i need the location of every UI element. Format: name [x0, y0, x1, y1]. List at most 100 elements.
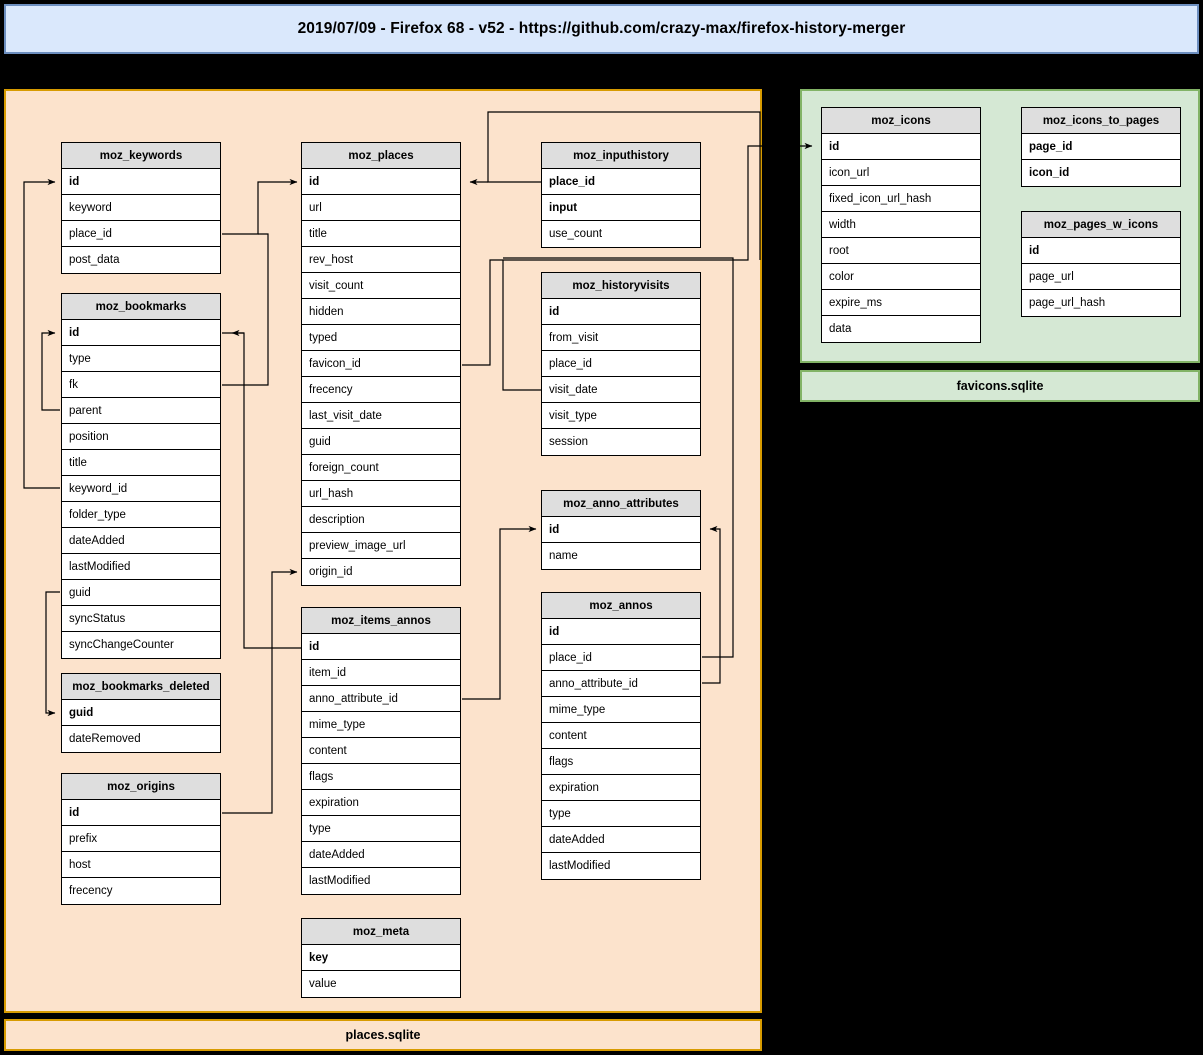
column-origin_id: origin_id	[302, 559, 460, 585]
column-color: color	[822, 264, 980, 290]
column-name: name	[542, 543, 700, 569]
column-visit_count: visit_count	[302, 273, 460, 299]
column-position: position	[62, 424, 220, 450]
column-input: input	[542, 195, 700, 221]
column-lastModified: lastModified	[542, 853, 700, 879]
table-moz_icons_to_pages[interactable]: moz_icons_to_pages page_id icon_id	[1021, 107, 1181, 187]
column-guid: guid	[302, 429, 460, 455]
page-title: 2019/07/09 - Firefox 68 - v52 - https://…	[297, 20, 906, 37]
column-place_id: place_id	[542, 351, 700, 377]
column-anno_attribute_id: anno_attribute_id	[542, 671, 700, 697]
table-moz_anno_attributes[interactable]: moz_anno_attributes id name	[541, 490, 701, 570]
column-type: type	[542, 801, 700, 827]
column-hidden: hidden	[302, 299, 460, 325]
table-moz_bookmarks_deleted[interactable]: moz_bookmarks_deleted guid dateRemoved	[61, 673, 221, 753]
column-typed: typed	[302, 325, 460, 351]
table-header: moz_pages_w_icons	[1022, 212, 1180, 238]
table-moz_meta[interactable]: moz_meta key value	[301, 918, 461, 998]
column-mime_type: mime_type	[302, 712, 460, 738]
table-moz_places[interactable]: moz_places id url title rev_host visit_c…	[301, 142, 461, 586]
table-moz_inputhistory[interactable]: moz_inputhistory place_id input use_coun…	[541, 142, 701, 248]
group-label-text: favicons.sqlite	[956, 379, 1044, 393]
column-flags: flags	[302, 764, 460, 790]
column-type: type	[62, 346, 220, 372]
column-item_id: item_id	[302, 660, 460, 686]
column-key: key	[302, 945, 460, 971]
table-header: moz_historyvisits	[542, 273, 700, 299]
column-frecency: frecency	[62, 878, 220, 904]
column-content: content	[302, 738, 460, 764]
column-prefix: prefix	[62, 826, 220, 852]
column-folder_type: folder_type	[62, 502, 220, 528]
column-frecency: frecency	[302, 377, 460, 403]
column-mime_type: mime_type	[542, 697, 700, 723]
column-rev_host: rev_host	[302, 247, 460, 273]
column-expire_ms: expire_ms	[822, 290, 980, 316]
table-header: moz_anno_attributes	[542, 491, 700, 517]
column-id: id	[542, 299, 700, 325]
column-post_data: post_data	[62, 247, 220, 273]
column-data: data	[822, 316, 980, 342]
table-header: moz_origins	[62, 774, 220, 800]
column-visit_date: visit_date	[542, 377, 700, 403]
column-session: session	[542, 429, 700, 455]
column-lastModified: lastModified	[62, 554, 220, 580]
column-expiration: expiration	[302, 790, 460, 816]
column-id: id	[542, 517, 700, 543]
column-flags: flags	[542, 749, 700, 775]
column-id: id	[62, 169, 220, 195]
column-dateRemoved: dateRemoved	[62, 726, 220, 752]
diagram-title-bar: 2019/07/09 - Firefox 68 - v52 - https://…	[4, 4, 1199, 54]
column-lastModified: lastModified	[302, 868, 460, 894]
column-syncChangeCounter: syncChangeCounter	[62, 632, 220, 658]
group-label-favicons-sqlite: favicons.sqlite	[800, 370, 1200, 402]
table-header: moz_meta	[302, 919, 460, 945]
column-value: value	[302, 971, 460, 997]
column-place_id: place_id	[542, 169, 700, 195]
column-page_url_hash: page_url_hash	[1022, 290, 1180, 316]
column-type: type	[302, 816, 460, 842]
column-parent: parent	[62, 398, 220, 424]
column-id: id	[302, 634, 460, 660]
table-moz_annos[interactable]: moz_annos id place_id anno_attribute_id …	[541, 592, 701, 880]
column-width: width	[822, 212, 980, 238]
column-id: id	[302, 169, 460, 195]
column-guid: guid	[62, 700, 220, 726]
column-foreign_count: foreign_count	[302, 455, 460, 481]
column-preview_image_url: preview_image_url	[302, 533, 460, 559]
table-header: moz_items_annos	[302, 608, 460, 634]
column-description: description	[302, 507, 460, 533]
column-syncStatus: syncStatus	[62, 606, 220, 632]
column-dateAdded: dateAdded	[62, 528, 220, 554]
column-page_id: page_id	[1022, 134, 1180, 160]
table-moz_bookmarks[interactable]: moz_bookmarks id type fk parent position…	[61, 293, 221, 659]
column-keyword: keyword	[62, 195, 220, 221]
table-header: moz_keywords	[62, 143, 220, 169]
column-guid: guid	[62, 580, 220, 606]
column-dateAdded: dateAdded	[542, 827, 700, 853]
table-moz_items_annos[interactable]: moz_items_annos id item_id anno_attribut…	[301, 607, 461, 895]
column-page_url: page_url	[1022, 264, 1180, 290]
table-moz_historyvisits[interactable]: moz_historyvisits id from_visit place_id…	[541, 272, 701, 456]
column-id: id	[1022, 238, 1180, 264]
column-title: title	[302, 221, 460, 247]
column-icon_url: icon_url	[822, 160, 980, 186]
column-fk: fk	[62, 372, 220, 398]
table-moz_pages_w_icons[interactable]: moz_pages_w_icons id page_url page_url_h…	[1021, 211, 1181, 317]
column-dateAdded: dateAdded	[302, 842, 460, 868]
table-moz_keywords[interactable]: moz_keywords id keyword place_id post_da…	[61, 142, 221, 274]
column-root: root	[822, 238, 980, 264]
column-fixed_icon_url_hash: fixed_icon_url_hash	[822, 186, 980, 212]
group-label-places-sqlite: places.sqlite	[4, 1019, 762, 1051]
column-favicon_id: favicon_id	[302, 351, 460, 377]
table-moz_icons[interactable]: moz_icons id icon_url fixed_icon_url_has…	[821, 107, 981, 343]
column-id: id	[62, 320, 220, 346]
table-moz_origins[interactable]: moz_origins id prefix host frecency	[61, 773, 221, 905]
table-header: moz_bookmarks_deleted	[62, 674, 220, 700]
column-place_id: place_id	[62, 221, 220, 247]
table-header: moz_icons	[822, 108, 980, 134]
column-from_visit: from_visit	[542, 325, 700, 351]
table-header: moz_bookmarks	[62, 294, 220, 320]
table-header: moz_inputhistory	[542, 143, 700, 169]
